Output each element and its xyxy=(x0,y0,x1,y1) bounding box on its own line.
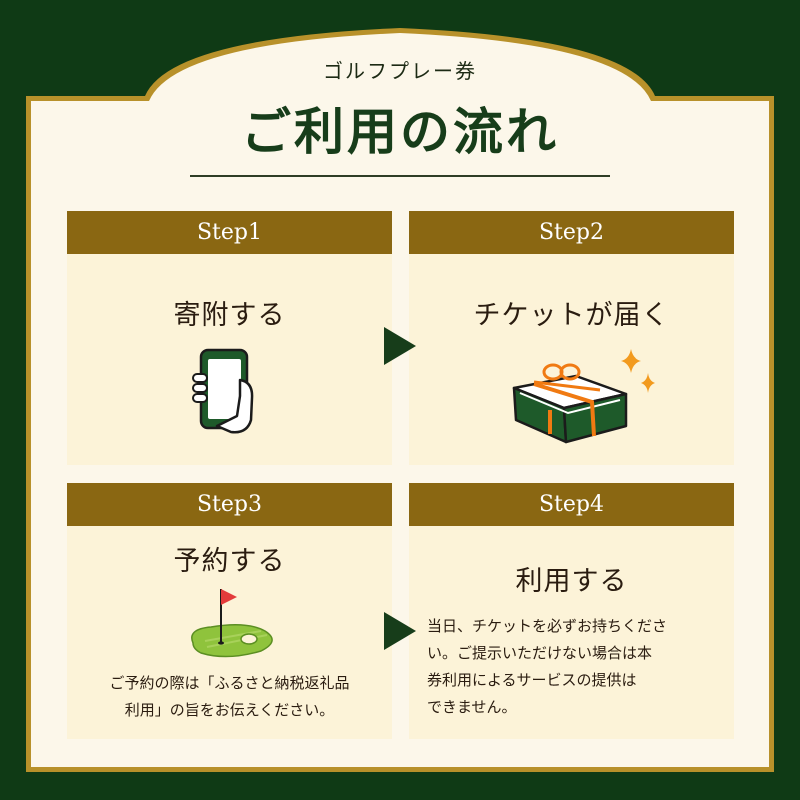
subtitle: ゴルフプレー券 xyxy=(323,59,477,83)
sparkle-icon xyxy=(621,349,655,393)
gift-box-icon xyxy=(512,363,628,444)
step-note: ご予約の際は「ふるさと納税返礼品 利用」の旨をお伝えください。 xyxy=(67,670,392,724)
title-divider xyxy=(190,175,610,177)
note-line: ご予約の際は「ふるさと納税返礼品 xyxy=(109,674,350,692)
step-card-1: Step1 寄附する xyxy=(67,211,392,465)
step-title: 寄附する xyxy=(173,300,286,331)
golf-green-flag-icon xyxy=(191,589,273,658)
next-arrow-icon xyxy=(384,327,416,365)
step-card-2: Step2 チケットが届く xyxy=(409,211,734,465)
note-line: 券利用によるサービスの提供は xyxy=(427,671,637,689)
step-label: Step3 xyxy=(67,483,392,526)
note-line: 当日、チケットを必ずお持ちくださ xyxy=(427,617,668,635)
note-line: い。ご提示いただけない場合は本 xyxy=(427,644,653,662)
step-note: 当日、チケットを必ずお持ちくださ い。ご提示いただけない場合は本 券利用によるサ… xyxy=(427,613,727,721)
step-title: 利用する xyxy=(515,566,628,597)
step-label: Step1 xyxy=(67,211,392,254)
next-arrow-icon xyxy=(384,612,416,650)
note-line: 利用」の旨をお伝えください。 xyxy=(124,701,335,719)
step-label: Step4 xyxy=(409,483,734,526)
step-card-3: Step3 予約する ご予約の際は「ふるさと納税返礼品 利用」の旨をお伝えくださ… xyxy=(67,483,392,739)
note-line: できません。 xyxy=(427,698,517,716)
page-title: ご利用の流れ xyxy=(241,102,559,161)
step-card-4: Step4 利用する 当日、チケットを必ずお持ちくださ い。ご提示いただけない場… xyxy=(409,483,734,739)
step-title: 予約する xyxy=(173,546,286,577)
smartphone-icon xyxy=(192,348,254,434)
step-title: チケットが届く xyxy=(473,300,670,331)
step-label: Step2 xyxy=(409,211,734,254)
